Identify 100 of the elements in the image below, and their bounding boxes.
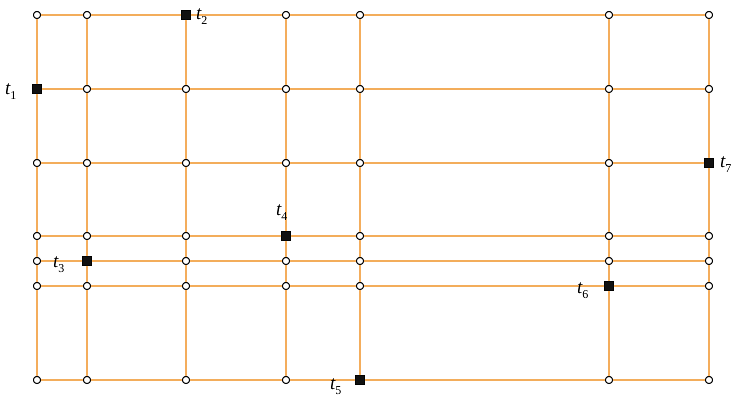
grid-edge [41,285,83,287]
terminal-label: t$_{7}$ [720,152,732,174]
grid-edge [613,88,705,90]
grid-edge [290,162,356,164]
vertex-circle [356,10,364,20]
terminal-square [281,231,291,241]
vertex-circle [704,256,714,266]
vertex-circle [282,376,290,384]
vertex-circle [356,232,364,240]
grid-edge [608,291,610,376]
grid-edge [364,235,605,237]
vertex-circle [182,84,190,94]
grid-edge [185,167,187,232]
grid-edge [185,265,187,282]
vertex-circle [82,232,92,240]
grid-edge [91,162,182,164]
terminal-square [181,10,191,20]
grid-edge [613,14,705,16]
grid-edge [708,265,710,282]
vertex-circle [82,84,92,94]
vertex-circle [604,158,614,168]
vertex-circle [282,10,290,20]
terminal-label: t$_{1}$ [5,79,16,101]
vertex-circle [182,158,190,168]
terminal-square [704,158,714,168]
grid-edge [708,19,710,85]
terminal-square [32,84,42,94]
grid-edge [36,19,38,84]
grid-edge [613,260,705,262]
vertex-circle [604,10,614,20]
vertex-circle [32,10,42,20]
vertex-circle [32,158,42,168]
grid-edge [185,290,187,376]
grid-edge [190,162,282,164]
grid-edge [41,162,83,164]
grid-edge [290,260,356,262]
grid-edge [41,14,83,16]
grid-edge [364,162,605,164]
grid-edge [42,88,83,90]
vertex-circle [32,376,42,384]
vertex-circle [704,376,714,384]
grid-edge [614,285,705,287]
vertex-circle [282,282,290,290]
grid-edge [290,285,356,287]
grid-edge [613,162,704,164]
grid-edge [608,167,610,232]
grid-edge [190,379,282,381]
grid-edge [285,241,287,257]
grid-edge [86,19,88,85]
grid-edge [190,285,282,287]
grid-edge [613,379,705,381]
grid-edge [364,285,604,287]
grid-edge [91,285,182,287]
grid-edge [190,260,282,262]
grid-edge [359,290,361,375]
grid-edge [290,14,356,16]
vertex-circle [82,282,92,290]
grid-edge [285,93,287,159]
vertex-circle [356,158,364,168]
grid-edge [285,167,287,231]
grid-edge [364,14,605,16]
grid-edge [290,88,356,90]
grid-edge [91,379,182,381]
grid-edge [359,240,361,257]
grid-edge [608,93,610,159]
vertex-circle [32,282,42,290]
grid-edge [36,94,38,159]
grid-edge [285,265,287,282]
vertex-circle [356,282,364,290]
terminal-square [82,256,92,266]
grid-edge [91,235,182,237]
vertex-circle [604,376,614,384]
grid-edge [291,235,356,237]
vertex-circle [282,256,290,266]
grid-edge [708,240,710,257]
grid-edge [190,235,281,237]
grid-edge [359,93,361,159]
vertex-circle [604,84,614,94]
vertex-circle [82,376,92,384]
vertex-circle [704,84,714,94]
grid-edge [86,167,88,232]
grid-edge [708,168,710,232]
vertex-circle [182,376,190,384]
grid-edge [185,240,187,257]
vertex-circle [704,282,714,290]
vertex-circle [704,232,714,240]
vertex-circle [182,232,190,240]
grid-edge [285,290,287,376]
grid-edge [36,290,38,376]
grid-edge [608,240,610,257]
grid-edge [364,88,605,90]
vertex-circle [356,84,364,94]
grid-edge [86,93,88,159]
grid-edge [91,14,181,16]
grid-edge [613,235,705,237]
terminal-square [355,375,365,385]
grid-edge [86,290,88,376]
vertex-circle [32,232,42,240]
grid-edge [708,290,710,376]
grid-edge [36,240,38,257]
